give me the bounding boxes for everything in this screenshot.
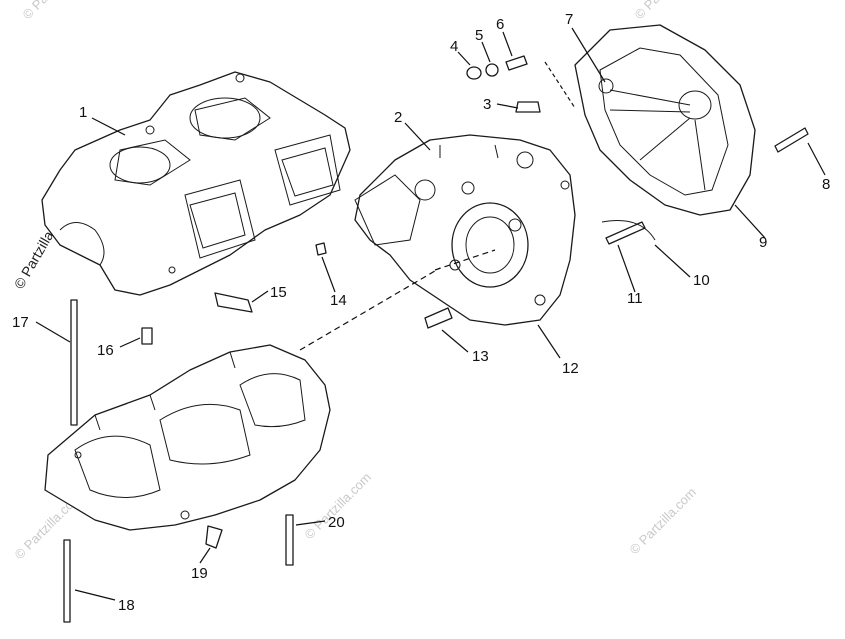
callout-4: 4 (450, 38, 458, 55)
callout-19: 19 (191, 565, 208, 582)
drain-plug (515, 101, 541, 113)
fitting-15 (214, 292, 253, 313)
callout-20: 20 (328, 514, 345, 531)
outer-cover (574, 24, 756, 216)
callout-14: 14 (330, 292, 347, 309)
callout-3: 3 (483, 96, 491, 113)
small-parts (63, 55, 809, 623)
callout-9: 9 (759, 234, 767, 251)
upper-crankcase (41, 71, 351, 296)
callout-2: 2 (394, 109, 402, 126)
lower-crankcase (44, 344, 331, 531)
callout-18: 18 (118, 597, 135, 614)
callout-16: 16 (97, 342, 114, 359)
callout-labels: 1 2 3 4 5 6 7 8 9 10 11 12 13 14 15 16 1… (12, 11, 830, 614)
watermark-top-left: © Partzilla.com (20, 0, 93, 22)
o-ring-10 (601, 220, 656, 241)
callout-8: 8 (822, 176, 830, 193)
bolt-8 (774, 127, 809, 153)
nipple-19 (205, 525, 223, 549)
dowel-13 (424, 307, 453, 329)
dowel-16 (141, 327, 153, 345)
stud-18 (63, 539, 71, 623)
crankcase-cover (354, 134, 576, 326)
callout-7: 7 (565, 11, 573, 28)
callout-13: 13 (472, 348, 489, 365)
watermark-center: © Partzilla.com (302, 470, 375, 543)
callout-10: 10 (693, 272, 710, 289)
callout-11: 11 (627, 290, 643, 307)
callout-1: 1 (79, 104, 87, 121)
bolt-11 (605, 221, 646, 245)
stud-17 (70, 299, 78, 426)
watermark-top-right: © Partzilla.com (632, 0, 705, 22)
callout-5: 5 (475, 27, 483, 44)
callout-17: 17 (12, 314, 29, 331)
screw-14 (315, 242, 327, 256)
spacer-5 (485, 63, 499, 77)
callout-12: 12 (562, 360, 579, 377)
callout-6: 6 (496, 16, 504, 33)
washer-4 (466, 66, 482, 80)
centre-lines (299, 61, 576, 351)
watermark-bottom-right: © Partzilla.com (627, 485, 700, 558)
stud-20 (285, 514, 294, 566)
callout-15: 15 (270, 284, 287, 301)
leader-lines (35, 27, 826, 601)
spring-6 (505, 55, 528, 71)
